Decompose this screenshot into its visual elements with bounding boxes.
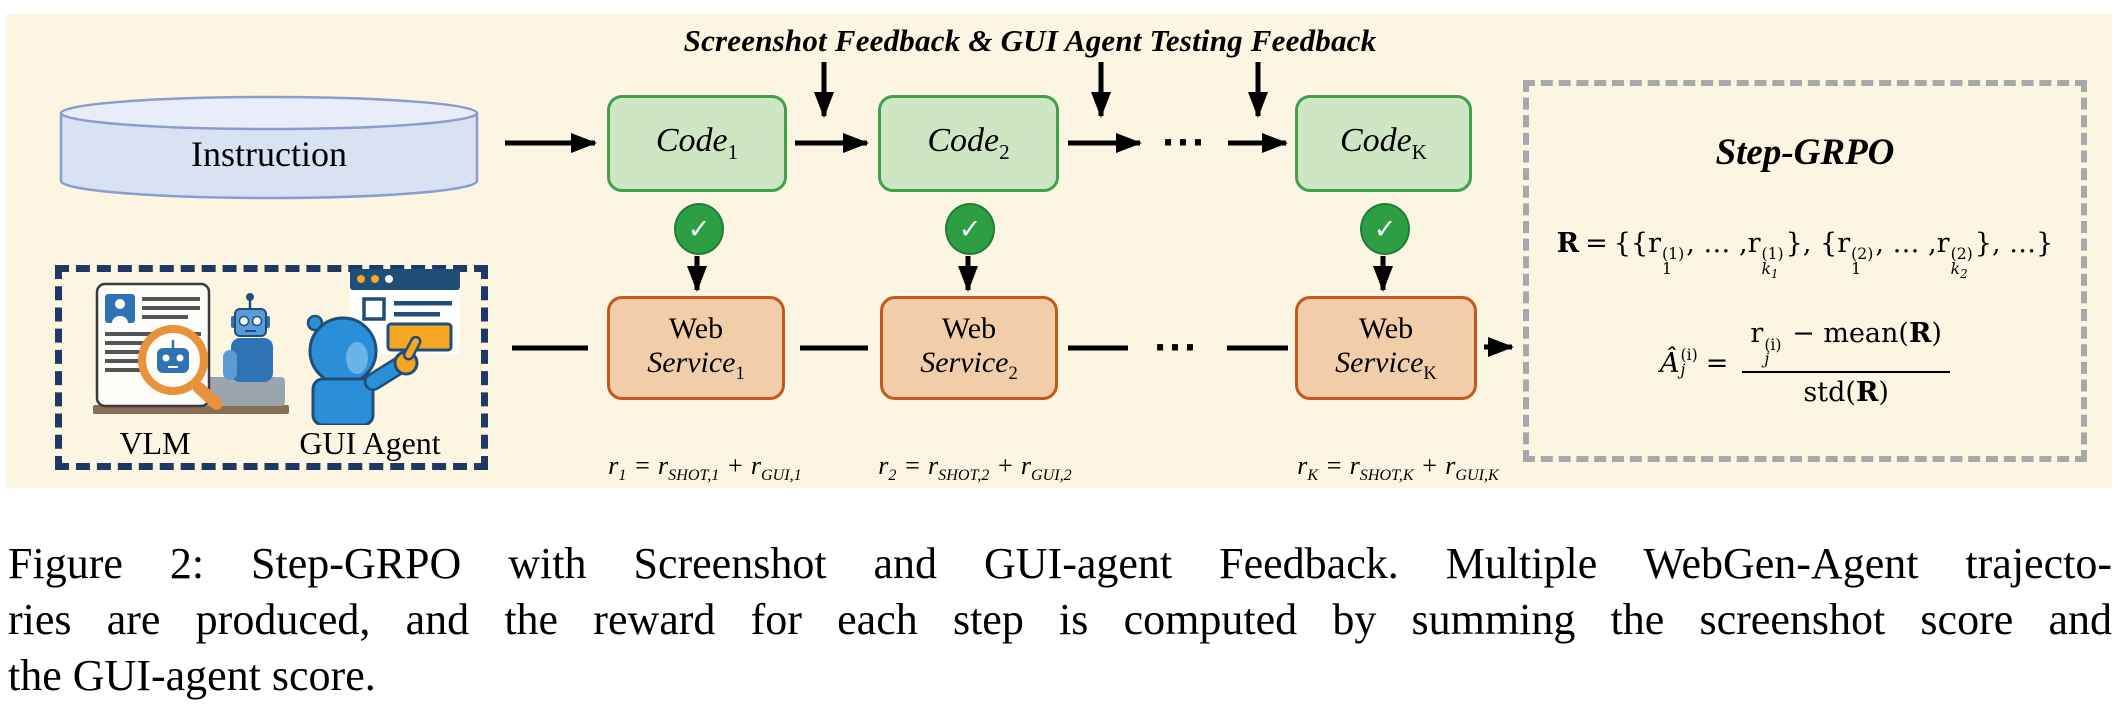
- advantage-fraction: r(i)j − mean(R) std(R): [1742, 318, 1950, 408]
- reward-formula-1: r1=rSHOT,1+rGUI,1: [608, 450, 802, 485]
- web1-line1: Web: [668, 311, 724, 345]
- code1-label: Code: [655, 122, 728, 160]
- code-row-ellipsis: ···: [1161, 123, 1207, 163]
- codeK-label: Code: [1339, 122, 1412, 160]
- feedback-banner-title: Screenshot Feedback & GUI Agent Testing …: [683, 23, 1377, 58]
- web-service-box-K: Web ServiceK: [1295, 296, 1477, 400]
- reward-set-formula: R={{r(1)1, … ,r(1)k1}, {r(2)1, … ,r(2)k2…: [1556, 227, 2054, 282]
- instruction-label: Instruction: [191, 134, 347, 174]
- code-box-1: Code1: [607, 95, 787, 192]
- web-service-box-1: Web Service1: [607, 296, 785, 400]
- code2-label: Code: [927, 122, 1000, 160]
- webK-line1: Web: [1358, 311, 1414, 345]
- check-icon: ✓: [674, 203, 724, 255]
- web-service-box-2: Web Service2: [880, 296, 1058, 400]
- web2-line1: Web: [941, 311, 997, 345]
- vlm-robot-illustration: [93, 282, 289, 414]
- step-grpo-title: Step-GRPO: [1715, 131, 1895, 173]
- web-row-ellipsis: ···: [1153, 328, 1199, 368]
- agents-dashed-box: [55, 265, 488, 470]
- connector-arrows-layer: [505, 62, 1514, 357]
- reward-formula-K: rK=rSHOT,K+rGUI,K: [1297, 450, 1499, 485]
- caption-line-1: Figure 2: Step-GRPO with Screenshot and …: [8, 539, 2112, 588]
- reward-formula-2: r2=rSHOT,2+rGUI,2: [878, 450, 1072, 485]
- step-grpo-panel: Step-GRPO R={{r(1)1, … ,r(1)k1}, {r(2)1,…: [1523, 80, 2087, 462]
- diagram-panel: Screenshot Feedback & GUI Agent Testing …: [6, 14, 2112, 488]
- gui-agent-robot-illustration: [306, 269, 460, 425]
- check-icon: ✓: [945, 203, 995, 255]
- webK-line2: Service: [1335, 346, 1424, 380]
- advantage-formula: Â(i)j= r(i)j − mean(R) std(R): [1529, 308, 2081, 418]
- code-box-K: CodeK: [1295, 95, 1472, 192]
- vlm-label: VLM: [119, 424, 191, 461]
- web1-line2: Service: [647, 346, 736, 380]
- web2-line2: Service: [920, 346, 1009, 380]
- figure-caption: Figure 2: Step-GRPO with Screenshot and …: [8, 536, 2112, 704]
- code-box-2: Code2: [878, 95, 1059, 192]
- caption-line-3: the GUI-agent score.: [8, 651, 376, 700]
- check-icon: ✓: [1360, 203, 1410, 255]
- gui-agent-label: GUI Agent: [299, 424, 441, 461]
- instruction-cylinder: [59, 95, 479, 200]
- caption-line-2: ries are produced, and the reward for ea…: [8, 595, 2112, 644]
